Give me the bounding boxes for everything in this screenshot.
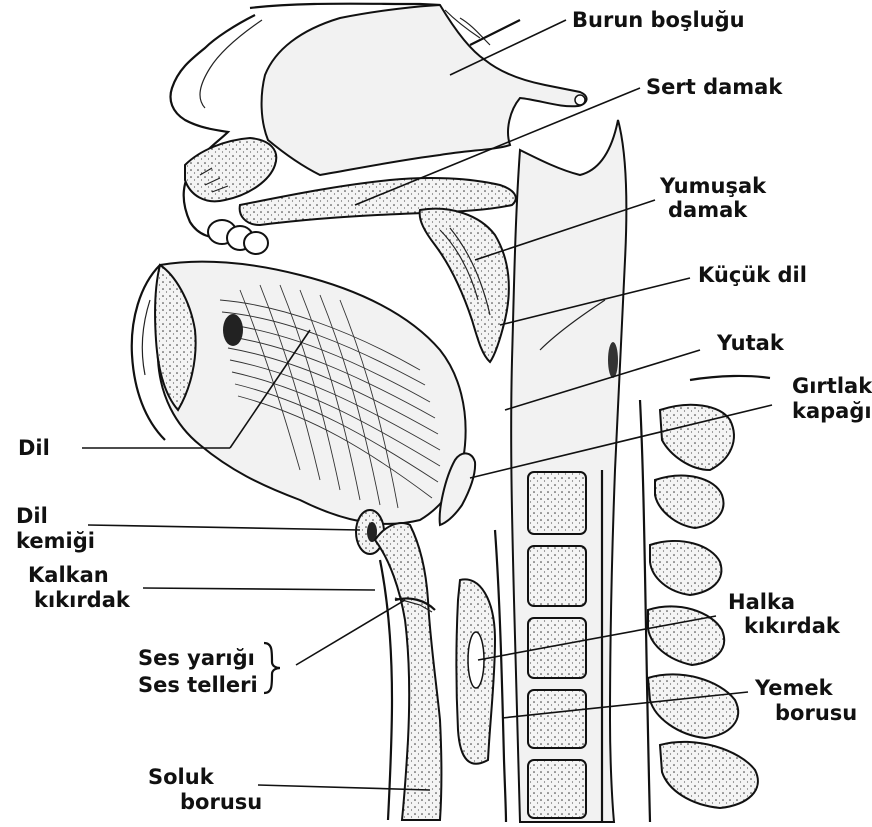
label-kalkan-kikirdak-line1: Kalkan	[28, 563, 109, 587]
spine-column	[511, 120, 626, 822]
label-ses-telleri: Ses telleri	[138, 673, 258, 697]
esophagus	[495, 530, 506, 822]
label-yumusak-damak-line2: damak	[668, 198, 748, 222]
label-ses-yarigi: Ses yarığı	[138, 646, 255, 670]
label-dil-kemigi-line1: Dil	[16, 504, 48, 528]
tongue	[155, 262, 466, 524]
label-dil-kemigi-line2: kemiği	[16, 529, 95, 553]
label-yemek-borusu-line1: Yemek	[754, 676, 834, 700]
label-burun-boslugu: Burun boşluğu	[572, 8, 745, 32]
larynx	[375, 523, 442, 820]
label-girtlak-kapagi-line1: Gırtlak	[792, 374, 872, 398]
label-yutak: Yutak	[716, 331, 785, 355]
label-dil: Dil	[18, 436, 50, 460]
label-yemek-borusu-line2: borusu	[775, 701, 857, 725]
leader-kalkan-kikirdak	[143, 588, 375, 590]
label-kucuk-dil: Küçük dil	[698, 263, 807, 287]
cricoid-cartilage	[457, 579, 496, 763]
label-halka-kikirdak-line2: kıkırdak	[744, 614, 841, 638]
soft-palate	[420, 209, 509, 362]
label-kalkan-kikirdak-line2: kıkırdak	[34, 588, 131, 612]
label-sert-damak: Sert damak	[646, 75, 783, 99]
nasal-cavity	[262, 5, 587, 175]
upper-teeth	[185, 138, 276, 254]
label-girtlak-kapagi-line2: kapağı	[792, 399, 872, 423]
label-soluk-borusu-line1: Soluk	[148, 765, 215, 789]
leader-dil-kemigi	[88, 525, 360, 530]
label-yumusak-damak-line1: Yumuşak	[659, 174, 767, 198]
vocal-bracket	[264, 643, 280, 693]
label-soluk-borusu-line2: borusu	[180, 790, 262, 814]
label-halka-kikirdak-line1: Halka	[728, 590, 795, 614]
